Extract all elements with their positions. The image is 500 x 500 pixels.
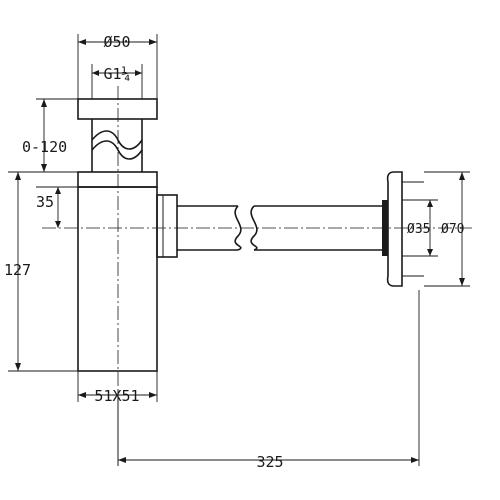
outlet-height-label: 35 (36, 193, 54, 211)
waste-cap (77, 98, 158, 120)
center-lines (42, 86, 472, 466)
body-collar (77, 171, 158, 188)
wall-pipe-break-right (250, 205, 258, 251)
dim-wall-pipe-diameter: Ø35 (402, 199, 438, 257)
dim-outlet-height: 35 (36, 186, 78, 228)
wall-pipe-break-left (234, 205, 242, 251)
wall-flange (386, 171, 403, 287)
thread-label: G1¼ (103, 65, 130, 83)
flange-diameter-label: Ø70 (441, 222, 464, 237)
projection-label: 325 (256, 453, 283, 471)
outlet-nut (156, 194, 178, 258)
body-height-label: 127 (4, 261, 31, 279)
cap-diameter-label: Ø50 (103, 33, 130, 51)
dim-thread: G1¼ (91, 64, 143, 99)
dim-body-section: 51X51 (77, 371, 158, 405)
body-section-label: 51X51 (94, 387, 139, 405)
dim-adjust-range: 0-120 (22, 98, 78, 173)
dim-body-height: 127 (4, 171, 78, 372)
tailpiece-break-upper (91, 130, 143, 150)
adjust-range-label: 0-120 (22, 138, 67, 156)
tailpiece-break-lower (91, 140, 143, 160)
dim-flange-diameter: Ø70 (424, 171, 470, 287)
wall-pipe-diameter-label: Ø35 (407, 222, 430, 237)
trap-outline (77, 98, 424, 372)
dim-projection: 325 (118, 290, 420, 471)
dim-cap-diameter: Ø50 (77, 33, 158, 99)
trap-body (77, 186, 158, 372)
